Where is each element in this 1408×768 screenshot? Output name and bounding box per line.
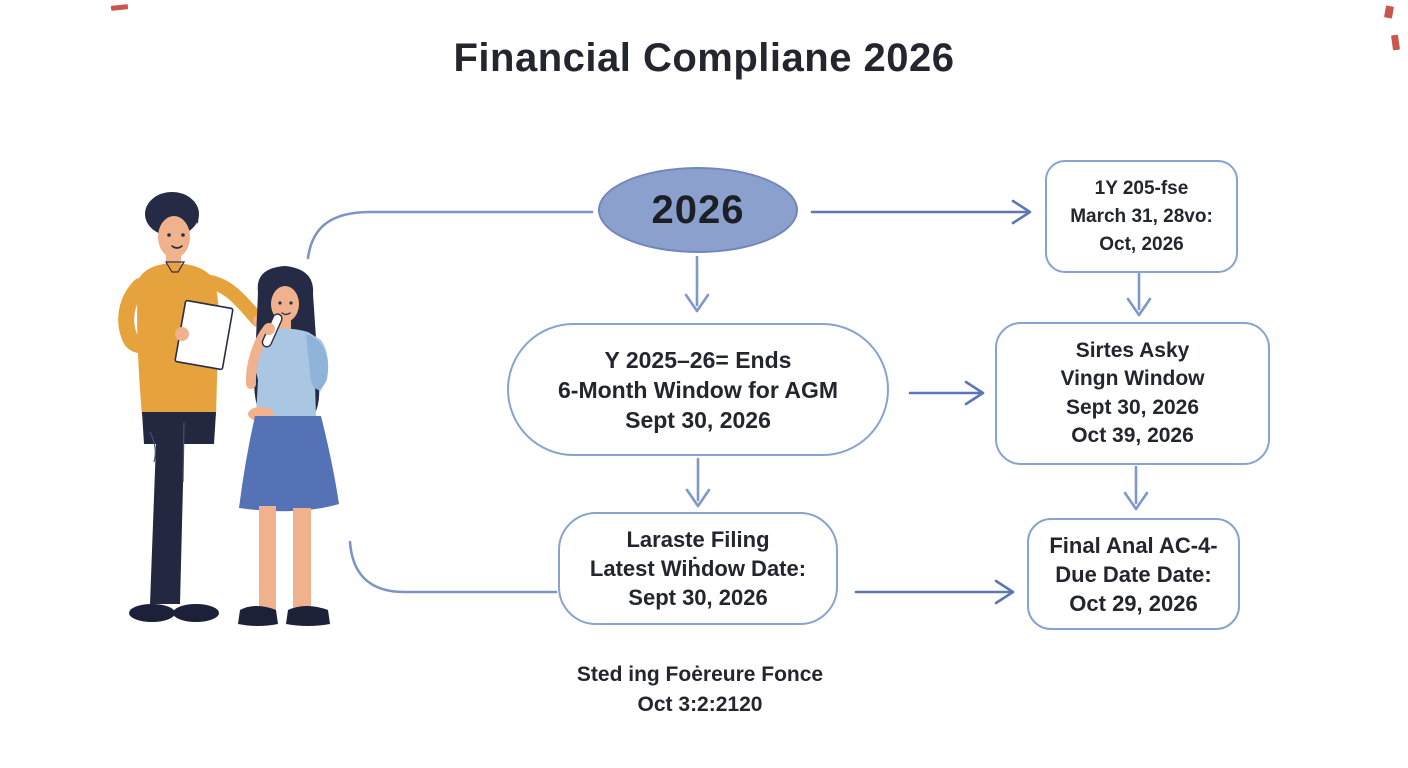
node-line: Oct 29, 2026 — [1069, 590, 1198, 616]
node-line: Sept 30, 2026 — [628, 585, 768, 610]
man-pants — [142, 412, 216, 604]
woman-shoe — [286, 606, 330, 626]
woman-smile — [281, 312, 291, 316]
node-year-label: 2026 — [651, 187, 745, 232]
node-line: Latest Wiḣdow Date: — [589, 556, 807, 581]
node-latest-filing: Laraste Filing Latest Wiḣdow Date: Sept … — [558, 512, 838, 625]
man-seam-line — [182, 421, 185, 483]
arrow-ellipse-to-agm — [684, 255, 710, 313]
woman-eye — [289, 301, 293, 305]
man-pocket-line — [149, 431, 156, 463]
footnote: Sted ing Foėreure Fonce Oct 3:2:2120 — [480, 660, 920, 720]
man-eye — [181, 233, 185, 237]
woman-hand — [263, 323, 275, 335]
node-line: 1Y 205-fse — [1094, 177, 1189, 199]
node-line: Sept 30, 2026 — [1065, 395, 1200, 419]
arrow-agm-to-filingwindow — [908, 380, 985, 406]
man-far-arm — [203, 275, 265, 327]
node-filing-window: Sirtes Asky Vingn Window Sept 30, 2026 O… — [995, 322, 1270, 465]
node-line: Oct 39, 2026 — [1071, 424, 1194, 447]
node-line: Due Date Date: — [1055, 561, 1212, 587]
woman-shoe — [238, 606, 278, 626]
node-line: March 31, 28vo: — [1070, 205, 1213, 227]
node-fy-end: 1Y 205-fse March 31, 28vo: Oct, 2026 — [1045, 160, 1238, 273]
node-line: Vingn Window — [1060, 367, 1205, 390]
people-illustration — [118, 192, 339, 626]
man-fringe — [147, 194, 199, 228]
footnote-line: Sted ing Foėreure Fonce — [576, 663, 824, 686]
man-shoe — [129, 604, 175, 622]
arrow-ellipse-to-fyend — [810, 199, 1032, 225]
node-line: Laraste Filing — [626, 527, 770, 552]
node-line: Oct, 2026 — [1099, 233, 1184, 255]
node-agm-window: Y 2025–26= Ends 6-Month Window for AGM S… — [507, 323, 889, 456]
man-figure — [118, 192, 265, 622]
woman-sleeve — [306, 334, 329, 390]
node-line: 6-Month Window for AGM — [558, 376, 838, 403]
man-eye — [167, 233, 171, 237]
man-near-arm — [118, 278, 184, 354]
curve-people-to-ellipse — [306, 210, 594, 260]
arrow-latest-to-final — [854, 579, 1015, 605]
woman-leg — [259, 506, 276, 610]
woman-face — [271, 286, 299, 322]
woman-bent-arm — [245, 325, 272, 389]
arrow-agm-to-latest — [685, 457, 711, 508]
node-year-2026: 2026 — [598, 167, 798, 253]
footnote-line: Oct 3:2:2120 — [637, 693, 763, 716]
woman-figure — [238, 266, 339, 626]
woman-eye — [278, 301, 282, 305]
man-smile — [171, 245, 183, 249]
node-line: Y 2025–26= Ends — [604, 346, 792, 373]
arrow-filingwindow-to-final — [1123, 465, 1149, 511]
node-line: Sept 30, 2026 — [625, 406, 771, 433]
node-final-due: Final Anal AC-4- Due Date Date: Oct 29, … — [1027, 518, 1240, 630]
curve-people-to-latest — [348, 540, 558, 594]
man-face — [158, 216, 190, 258]
arrow-fyend-to-filingwindow — [1126, 272, 1152, 317]
man-collar — [164, 261, 186, 273]
man-neck — [166, 253, 181, 266]
node-line: Sirtes Asky — [1075, 338, 1190, 362]
page-title: Financial Compliane 2026 — [453, 36, 955, 80]
man-hand — [175, 327, 189, 341]
node-line: Final Anal AC-4- — [1049, 532, 1218, 558]
woman-leg — [293, 508, 311, 610]
woman-skirt — [239, 416, 339, 512]
woman-fringe — [269, 274, 302, 296]
man-shoe — [173, 604, 219, 622]
